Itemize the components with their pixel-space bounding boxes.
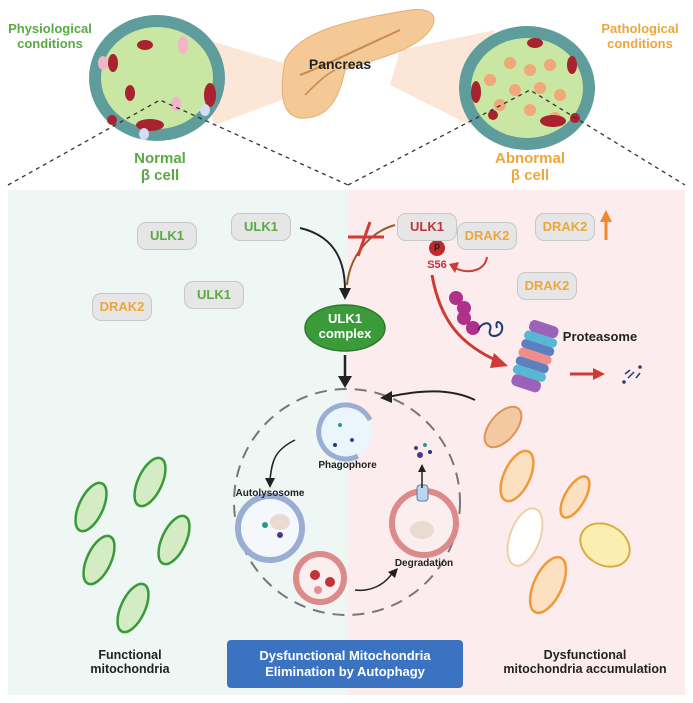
autolysosome-to-degradation-arrow [354, 571, 394, 592]
phospho-icon [429, 240, 445, 256]
arrowhead-icon [265, 478, 275, 488]
pathological-line1: Pathological [601, 21, 679, 36]
dysfunctional-mitochondria-icons [483, 405, 631, 615]
degradation-label: Degradation [394, 558, 454, 569]
drak2-upregulated-protein: DRAK2 [535, 213, 595, 241]
ubiquitin-chain-icon [449, 291, 504, 337]
arrowhead-icon [490, 353, 508, 368]
phagophore-label: Phagophore [318, 460, 377, 471]
ulk1-protein-phosphorylated: ULK1 [397, 213, 457, 241]
pancreas-icon [281, 8, 435, 119]
phagophore-to-autolysosome-arrow [269, 439, 296, 481]
dysfunctional-line1: Dysfunctional [543, 648, 627, 662]
lysosome-icon [389, 443, 459, 558]
pathological-conditions-label: Pathological conditions [590, 21, 690, 52]
drak2-protein: DRAK2 [92, 293, 152, 321]
drak2-bound-protein: DRAK2 [457, 222, 517, 250]
abnormal-beta-cell-label: Abnormal β cell [490, 150, 570, 185]
ulk1-protein: ULK1 [184, 281, 244, 309]
arrowhead-icon [380, 391, 392, 403]
ulk1-protein: ULK1 [231, 213, 291, 241]
functional-mitochondria-icons [74, 456, 191, 634]
functional-line1: Functional [98, 648, 162, 662]
banner-line1: Dysfunctional Mitochondria [259, 648, 431, 664]
inhibition-x-icon [348, 221, 384, 257]
autophagy-banner: Dysfunctional Mitochondria Elimination b… [227, 640, 463, 688]
autophagy-cycle-circle [233, 388, 461, 616]
autolysosome-icon [235, 493, 347, 605]
functional-line2: mitochondria [90, 662, 170, 677]
peptide-fragments-icon [622, 365, 642, 384]
banner-line2: Elimination by Autophagy [265, 664, 425, 679]
physiological-line1: Physiological [8, 21, 92, 36]
pathological-line2: conditions [607, 35, 673, 51]
arrowhead-icon [338, 376, 352, 388]
s56-site-label: S56 [427, 259, 447, 271]
arrowhead-icon [593, 368, 605, 380]
autolysosome-label: Autolysosome [235, 488, 305, 499]
phosphorylation-arrow [454, 256, 488, 273]
ulk1-protein: ULK1 [137, 222, 197, 250]
arrowhead-icon [339, 288, 351, 300]
abnormal-line1: Abnormal [494, 150, 565, 167]
dysfunctional-line2: mitochondria accumulation [503, 662, 667, 677]
phagophore-icon [316, 402, 373, 462]
zoom-dashed-lines [7, 89, 686, 186]
phospho-label: p [433, 241, 441, 252]
normal-beta-cell-label: Normal β cell [120, 150, 200, 185]
abnormal-islet-icon [459, 26, 595, 150]
functional-mitochondria-label: Functional mitochondria [70, 648, 190, 677]
arrowhead-icon [388, 568, 398, 578]
ulk1-complex-label: ULK1 complex [305, 311, 385, 342]
degradation-arrow [430, 274, 501, 364]
complex-line1: ULK1 [328, 311, 362, 326]
drak2-free-protein: DRAK2 [517, 272, 577, 300]
pancreas-label: Pancreas [308, 56, 372, 72]
mito-to-phagophore-arrow [387, 390, 476, 401]
abnormal-line2: β cell [510, 167, 550, 185]
right-panel-bg [348, 190, 685, 695]
dysfunctional-mitochondria-label: Dysfunctional mitochondria accumulation [490, 648, 680, 677]
normal-line1: Normal [134, 150, 186, 167]
normal-islet-icon [89, 15, 225, 141]
ulk1-complex-oval [304, 304, 386, 352]
left-panel-bg [8, 190, 348, 695]
physiological-conditions-label: Physiological conditions [5, 21, 95, 52]
physiological-line2: conditions [17, 35, 83, 51]
arrowhead-icon [449, 262, 459, 273]
arrowhead-icon [600, 210, 612, 222]
normal-line2: β cell [140, 167, 180, 185]
ulk1-to-complex-arrow [299, 227, 346, 291]
complex-line2: complex [318, 325, 372, 341]
proteasome-label: Proteasome [562, 329, 638, 344]
proteasome-icon [511, 320, 559, 393]
